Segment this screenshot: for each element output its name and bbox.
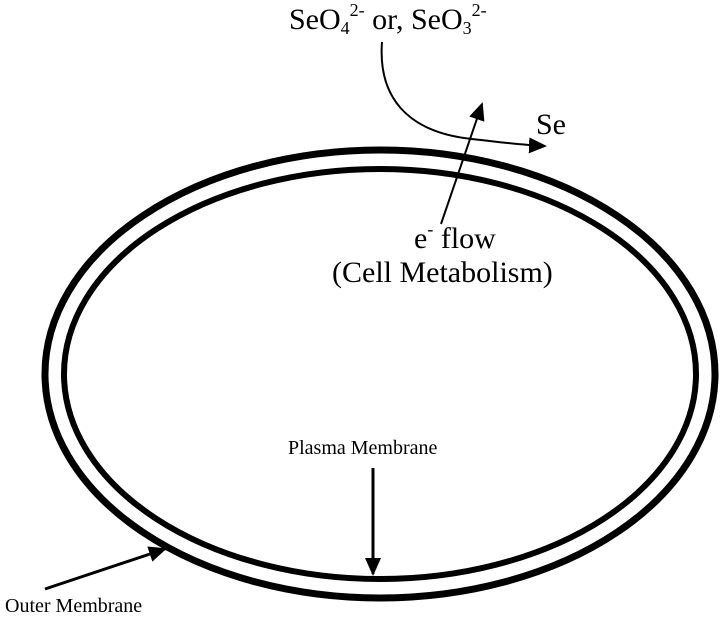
- outer-membrane-ellipse: [41, 146, 719, 602]
- cell-metabolism-label: (Cell Metabolism): [332, 256, 553, 289]
- plasma-membrane-ellipse: [61, 166, 699, 582]
- flow-word: flow: [433, 222, 496, 255]
- electron-symbol: e: [414, 222, 428, 255]
- selenate-subscript: 4: [340, 18, 350, 39]
- reduction-curve-arrow: [380, 41, 547, 154]
- electron-charge: -: [427, 218, 434, 239]
- selenite-subscript: 3: [462, 18, 472, 39]
- selenium-product-label: Se: [536, 108, 566, 141]
- electron-flow-label: e- flow: [414, 220, 496, 255]
- outer-membrane-pointer-arrow: [44, 546, 167, 591]
- plasma-membrane-label: Plasma Membrane: [288, 437, 438, 459]
- outer-membrane-label: Outer Membrane: [5, 595, 143, 617]
- electron-flow-arrow: [440, 102, 485, 225]
- ions-connector: or,: [364, 3, 411, 36]
- selenate-base: SeO: [289, 3, 341, 36]
- selenite-base: SeO: [410, 3, 463, 36]
- ions-label: SeO42- or, SeO32-: [289, 1, 487, 39]
- selenite-charge: 2-: [471, 0, 487, 20]
- selenate-charge: 2-: [349, 0, 365, 20]
